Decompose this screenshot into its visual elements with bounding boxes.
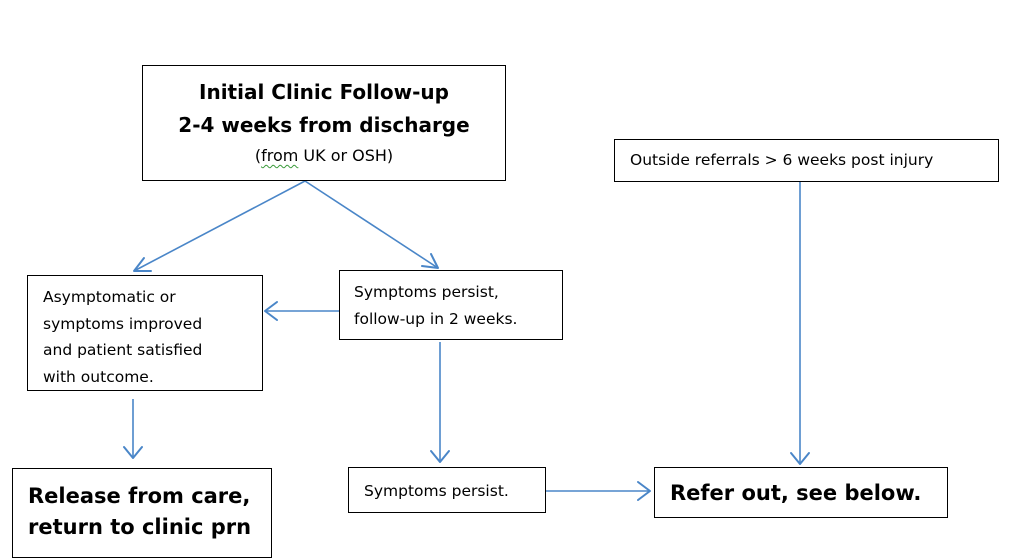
release-line: Release from care,	[28, 484, 251, 508]
arrow-persist-to-refer	[546, 481, 651, 501]
symptoms-persist-box: Symptoms persist.	[348, 467, 546, 513]
persist-followup-line: Symptoms persist,	[354, 283, 499, 301]
asymptomatic-box: Asymptomatic or symptoms improved and pa…	[27, 275, 263, 391]
arrow-initial-to-asymptomatic	[133, 180, 306, 272]
initial-followup-title: Initial Clinic Follow-up	[199, 80, 449, 104]
source-open-paren: (	[254, 146, 262, 165]
release-from-care-box: Release from care, return to clinic prn	[12, 468, 272, 558]
asymptomatic-line: with outcome.	[43, 367, 154, 386]
asymptomatic-line: and patient satisfied	[43, 341, 203, 359]
arrow-outside-to-refer	[790, 182, 810, 465]
persist-followup-line: follow-up in 2 weeks.	[354, 309, 518, 328]
source-rest: UK or OSH)	[298, 146, 394, 165]
outside-referrals-box: Outside referrals > 6 weeks post injury	[614, 139, 999, 182]
release-line: return to clinic prn	[28, 515, 252, 539]
arrow-followup-to-persist	[430, 342, 450, 463]
initial-followup-source: (from UK or OSH)	[143, 146, 505, 166]
asymptomatic-line: symptoms improved	[43, 314, 203, 333]
symptoms-persist-followup-box: Symptoms persist, follow-up in 2 weeks.	[339, 270, 563, 340]
initial-followup-box: Initial Clinic Follow-up 2-4 weeks from …	[142, 65, 506, 181]
source-underlined-word: from	[261, 146, 299, 165]
refer-out-box: Refer out, see below.	[654, 467, 948, 518]
arrow-followup-to-asymptomatic	[264, 301, 339, 321]
arrow-asymptomatic-to-release	[123, 399, 143, 459]
asymptomatic-line: Asymptomatic or	[43, 288, 176, 306]
flowchart-connectors	[123, 180, 810, 501]
arrow-initial-to-followup	[304, 180, 439, 269]
initial-followup-timing: 2-4 weeks from discharge	[178, 113, 470, 137]
